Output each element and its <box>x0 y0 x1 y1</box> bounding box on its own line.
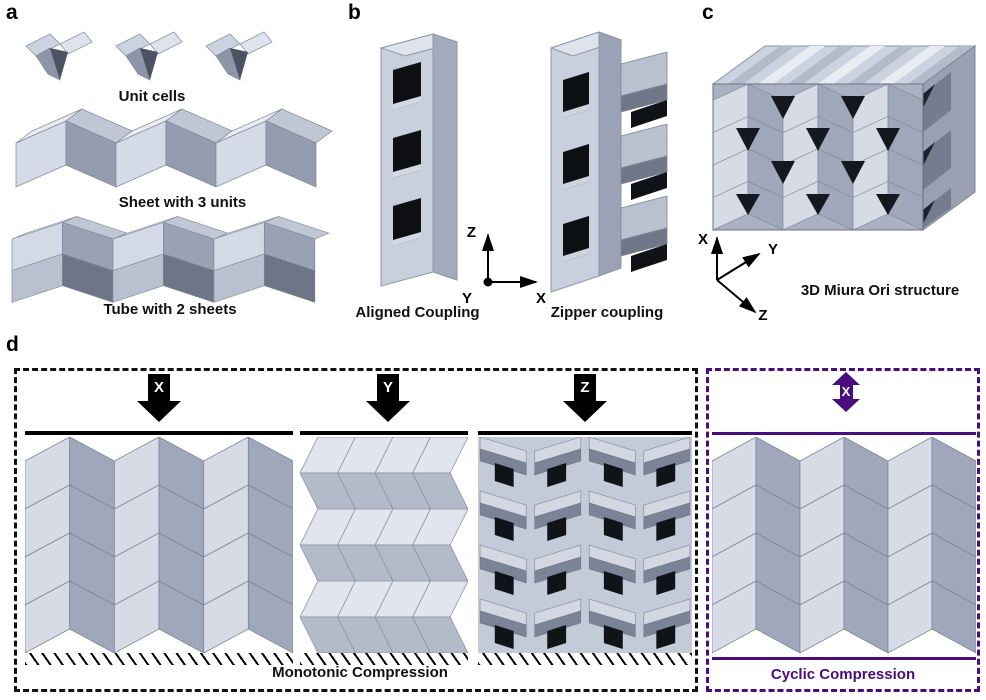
panel-a-label: a <box>6 1 18 24</box>
cyclic-compression-structure <box>712 437 976 653</box>
load-arrow-z: Z <box>563 374 607 422</box>
zipper-front-holes <box>563 72 589 262</box>
y-compression-structure <box>300 437 468 653</box>
ground-hatching <box>25 653 293 665</box>
tube-caption: Tube with 2 sheets <box>103 301 237 318</box>
miura-3d-top-face <box>711 45 977 85</box>
zipper-coupling-caption: Zipper coupling <box>550 304 664 321</box>
load-arrow-z-label: Z <box>574 374 596 401</box>
miura-3d-caption: 3D Miura Ori structure <box>800 282 960 299</box>
miura-3d-illustration <box>711 45 977 231</box>
aligned-column <box>379 33 459 287</box>
axis-z-line <box>716 279 757 314</box>
down-arrowhead-icon <box>366 401 410 422</box>
x-compression-structure <box>25 437 293 653</box>
zipper-fins <box>620 51 668 272</box>
unit-cells-caption: Unit cells <box>118 88 186 105</box>
cyclic-caption: Cyclic Compression <box>770 666 916 683</box>
axis-y-line <box>716 252 761 281</box>
sheet-illustration <box>15 108 333 188</box>
zipper-coupling-illustration <box>549 31 668 293</box>
panel-c-label: c <box>702 1 714 24</box>
axis-z-label: Z <box>758 307 767 322</box>
unit-cells-illustration <box>25 31 273 81</box>
ground-hatching <box>478 653 692 665</box>
unit-cell-2 <box>115 31 183 81</box>
load-arrow-x-label: X <box>148 374 170 401</box>
cyclic-top-plate-line <box>712 432 976 435</box>
rigid-plate-line <box>25 431 293 435</box>
load-arrow-x: X <box>137 374 181 422</box>
cyclic-dashed-box <box>706 368 980 692</box>
axis-x-label: X <box>536 290 546 307</box>
monotonic-caption: Monotonic Compression <box>272 664 448 681</box>
cyclic-arrow-shaft <box>839 385 853 399</box>
aligned-coupling-illustration <box>379 33 459 287</box>
axes-b: Z X Y <box>462 224 546 307</box>
z-compression-structure <box>478 437 692 653</box>
ground-hatching <box>300 653 468 665</box>
cyclic-bottom-plate-line <box>712 657 976 660</box>
axis-x-label: X <box>698 231 708 248</box>
up-arrowhead-icon <box>832 372 860 385</box>
tube-illustration <box>11 216 330 303</box>
unit-cell-3 <box>205 31 273 81</box>
axis-y-label: Y <box>768 241 778 258</box>
down-arrowhead-icon <box>137 401 181 422</box>
monotonic-dashed-box <box>14 368 698 692</box>
rigid-plate-line <box>300 431 468 435</box>
panel-b-label: b <box>348 1 361 24</box>
axis-z-label: Z <box>467 224 476 241</box>
load-arrow-y: Y <box>366 374 410 422</box>
down-arrowhead-icon <box>832 399 860 412</box>
rigid-plate-line <box>478 431 692 435</box>
axes-c: X Y Z <box>698 231 778 322</box>
cyclic-arrow-label: X <box>841 384 851 399</box>
aligned-coupling-caption: Aligned Coupling <box>355 304 480 321</box>
cyclic-load-arrow: X <box>832 372 860 412</box>
miura-3d-front-face <box>712 83 924 231</box>
miura-3d-right-face <box>922 45 976 231</box>
unit-cell-1 <box>25 31 93 81</box>
axis-y-label: Y <box>462 290 472 307</box>
down-arrowhead-icon <box>563 401 607 422</box>
axis-y-dot <box>483 277 493 287</box>
load-arrow-y-label: Y <box>377 374 399 401</box>
panel-d-label: d <box>6 333 19 356</box>
sheet-caption: Sheet with 3 units <box>118 194 247 211</box>
